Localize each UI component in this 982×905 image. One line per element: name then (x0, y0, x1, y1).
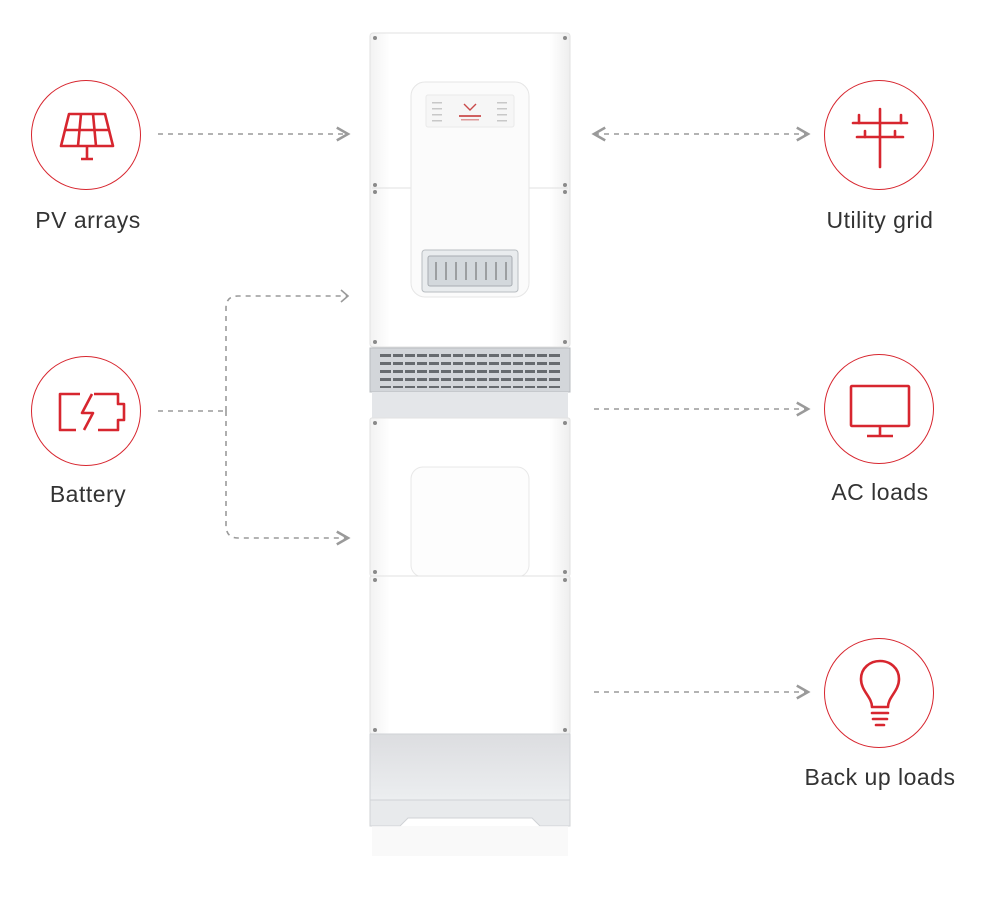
power-pole-icon (851, 107, 909, 169)
ac-loads-node (824, 354, 934, 464)
battery-charging-icon (58, 392, 126, 432)
battery-node (31, 356, 141, 466)
pv-arrays-node (31, 80, 141, 190)
light-bulb-icon (859, 659, 901, 727)
ac-loads-label: AC loads (831, 479, 929, 505)
monitor-icon (849, 384, 911, 438)
backup-loads-node (824, 638, 934, 748)
backup-loads-label: Back up loads (804, 764, 956, 790)
utility-grid-label: Utility grid (826, 207, 934, 233)
pv-arrays-label: PV arrays (35, 207, 141, 233)
battery-connector (158, 295, 348, 538)
battery-label: Battery (49, 481, 127, 507)
utility-grid-node (824, 80, 934, 190)
solar-panel-icon (59, 112, 115, 161)
